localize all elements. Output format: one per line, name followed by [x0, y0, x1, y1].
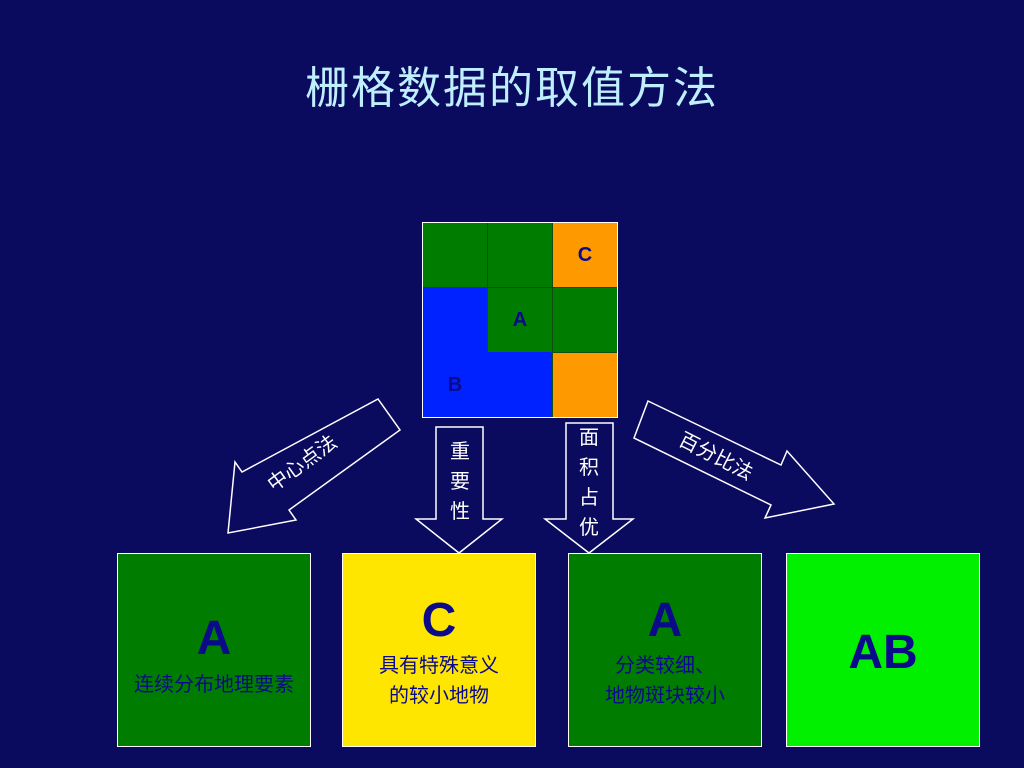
- result-desc: 地物斑块较小: [605, 683, 725, 707]
- result-value: A: [196, 612, 232, 665]
- result-value: AB: [848, 626, 918, 679]
- arrow-area: [542, 422, 636, 554]
- grid-cell: A: [487, 287, 553, 353]
- result-box-percent: AB: [786, 553, 980, 747]
- result-box-importance: C 具有特殊意义 的较小地物: [342, 553, 536, 747]
- arrow-importance: [413, 426, 505, 554]
- result-desc: 分类较细、: [615, 653, 715, 677]
- result-box-center: A 连续分布地理要素: [117, 553, 311, 747]
- arrow-center-point: [227, 398, 402, 534]
- result-value: C: [421, 594, 457, 647]
- result-desc: 的较小地物: [389, 683, 489, 707]
- raster-grid: C A B: [422, 222, 618, 418]
- result-value: A: [647, 594, 683, 647]
- grid-cell: [487, 352, 553, 418]
- area-label: 面积占优: [576, 422, 602, 542]
- importance-label: 重要性: [447, 436, 473, 526]
- grid-cell: [552, 352, 618, 418]
- slide-title: 栅格数据的取值方法: [305, 63, 719, 114]
- area-text: 面积占优: [579, 425, 599, 539]
- importance-text: 重要性: [450, 439, 470, 523]
- result-box-area: A 分类较细、 地物斑块较小: [568, 553, 762, 747]
- result-desc: 具有特殊意义: [379, 653, 499, 677]
- grid-cell: [552, 287, 618, 353]
- arrow-percent: [633, 399, 836, 520]
- result-desc: 连续分布地理要素: [134, 672, 294, 696]
- grid-cell: C: [552, 222, 618, 288]
- grid-cell: [422, 222, 488, 288]
